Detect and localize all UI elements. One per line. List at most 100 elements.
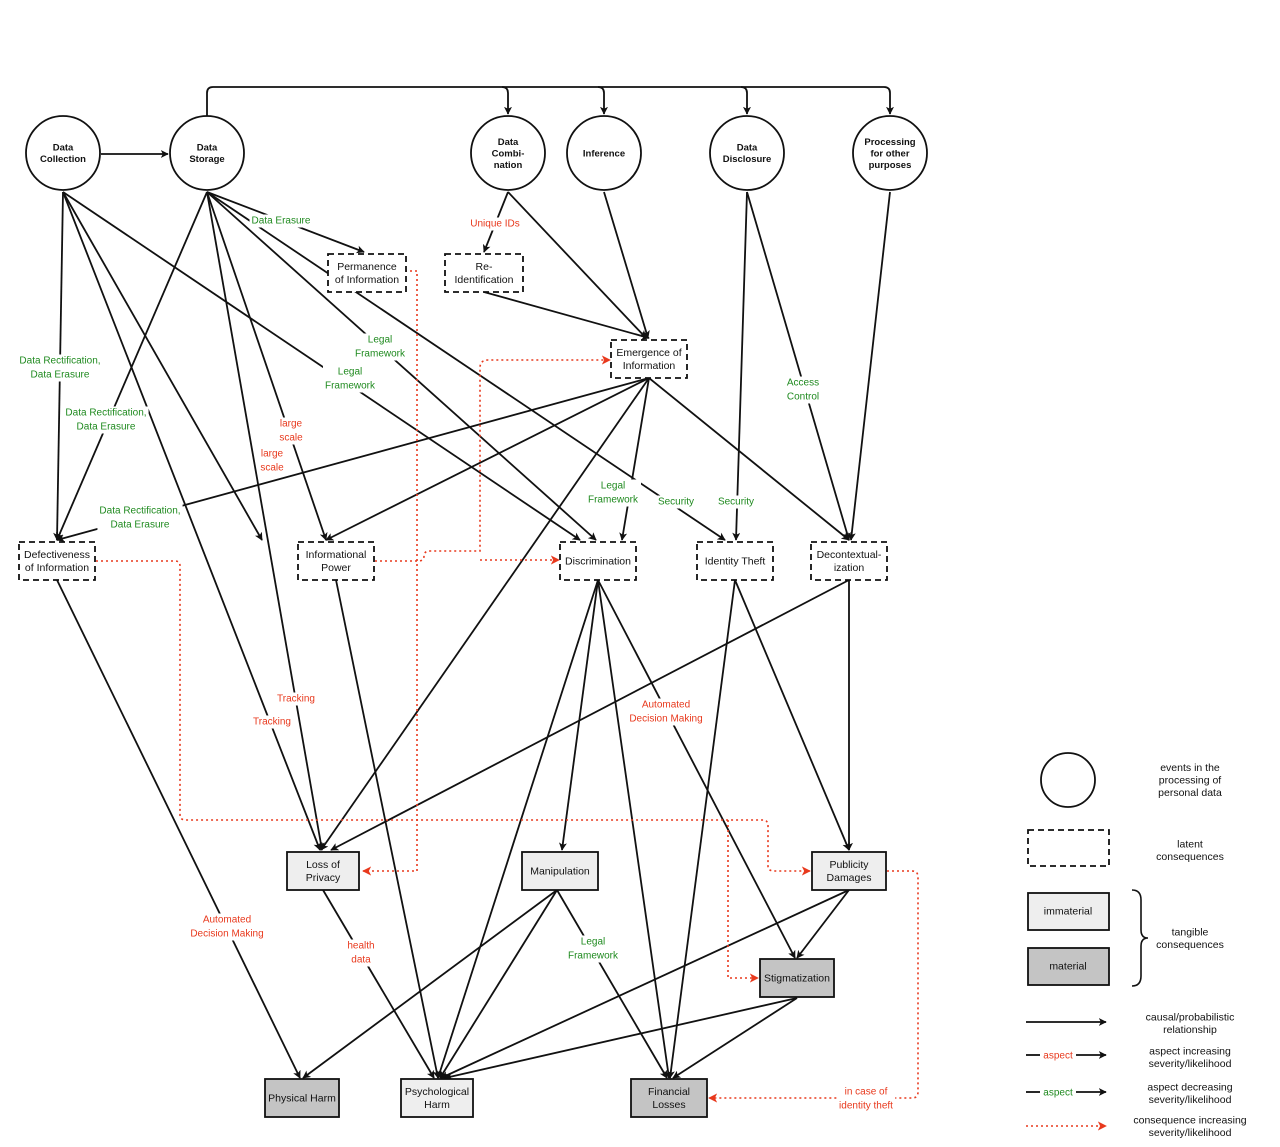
tangible-physical_harm: Physical Harm bbox=[264, 1078, 340, 1118]
causal-arrow bbox=[603, 191, 650, 339]
aspect-increasing-label: Tracking bbox=[277, 694, 315, 705]
causal-arrow bbox=[444, 997, 798, 1081]
causal-arrow bbox=[62, 191, 581, 541]
causal-arrow bbox=[796, 889, 850, 959]
latent-label: Decontextual-ization bbox=[817, 549, 882, 574]
dotted-power-emergence bbox=[375, 355, 611, 562]
tangible-stigmatization: Stigmatization bbox=[759, 958, 835, 998]
causal-arrow bbox=[556, 889, 668, 1079]
causal-arrow bbox=[732, 191, 748, 541]
arrow-to-inference bbox=[597, 86, 608, 115]
legend-material-label: material bbox=[1049, 961, 1086, 973]
causal-arrow bbox=[507, 191, 647, 339]
latent-decontextualization: Decontextual-ization bbox=[810, 541, 888, 581]
causal-arrow bbox=[439, 889, 558, 1079]
aspect-increasing-label: Tracking bbox=[253, 717, 291, 728]
tangible-label: Manipulation bbox=[530, 866, 590, 878]
aspect-decreasing-label: Security bbox=[718, 497, 754, 508]
causal-arrow bbox=[56, 579, 301, 1079]
legend-aspect-inc-word: aspect bbox=[1043, 1051, 1073, 1062]
aspect-decreasing-label: Security bbox=[658, 497, 694, 508]
legend-latent-symbol bbox=[1027, 829, 1110, 867]
event-inference: Inference bbox=[566, 115, 642, 191]
causal-arrow bbox=[330, 579, 850, 851]
causal-arrow bbox=[597, 579, 796, 959]
causal-arrow bbox=[325, 377, 650, 541]
latent-label: Re-Identification bbox=[455, 261, 514, 286]
tangible-manipulation: Manipulation bbox=[521, 851, 599, 891]
causal-arrow bbox=[62, 191, 263, 541]
latent-label: Discrimination bbox=[565, 556, 631, 568]
causal-arrow bbox=[206, 191, 325, 851]
legend-brace bbox=[1131, 889, 1149, 987]
legend-immaterial-label: immaterial bbox=[1044, 906, 1092, 918]
legend-event-symbol bbox=[1040, 752, 1096, 808]
causal-arrow bbox=[335, 579, 441, 1079]
legend-immaterial-symbol bbox=[1027, 892, 1110, 931]
arrow-to-disclosure bbox=[740, 86, 751, 115]
causal-arrow bbox=[436, 579, 599, 1079]
causal-arrow bbox=[734, 579, 850, 851]
legend-material-symbol bbox=[1027, 947, 1110, 986]
causal-arrow bbox=[672, 997, 798, 1079]
latent-identity_theft: Identity Theft bbox=[696, 541, 774, 581]
causal-arrow bbox=[666, 579, 736, 1079]
edges-layer bbox=[53, 86, 919, 1103]
dotted-to-stigmatization bbox=[727, 820, 759, 983]
causal-arrow bbox=[746, 191, 851, 541]
tangible-label: Stigmatization bbox=[764, 973, 830, 985]
causal-arrow bbox=[847, 191, 891, 541]
causal-arrow bbox=[62, 191, 322, 851]
causal-arrow bbox=[440, 889, 850, 1079]
causal-arrow bbox=[648, 377, 850, 541]
storage-bracket bbox=[206, 86, 891, 116]
event-label: Inference bbox=[583, 148, 625, 159]
tangible-label: Physical Harm bbox=[268, 1093, 336, 1105]
legend-aspect-dec-word: aspect bbox=[1043, 1088, 1073, 1099]
causal-arrow bbox=[206, 191, 328, 541]
aspect-decreasing-label: Data Erasure bbox=[252, 216, 311, 227]
